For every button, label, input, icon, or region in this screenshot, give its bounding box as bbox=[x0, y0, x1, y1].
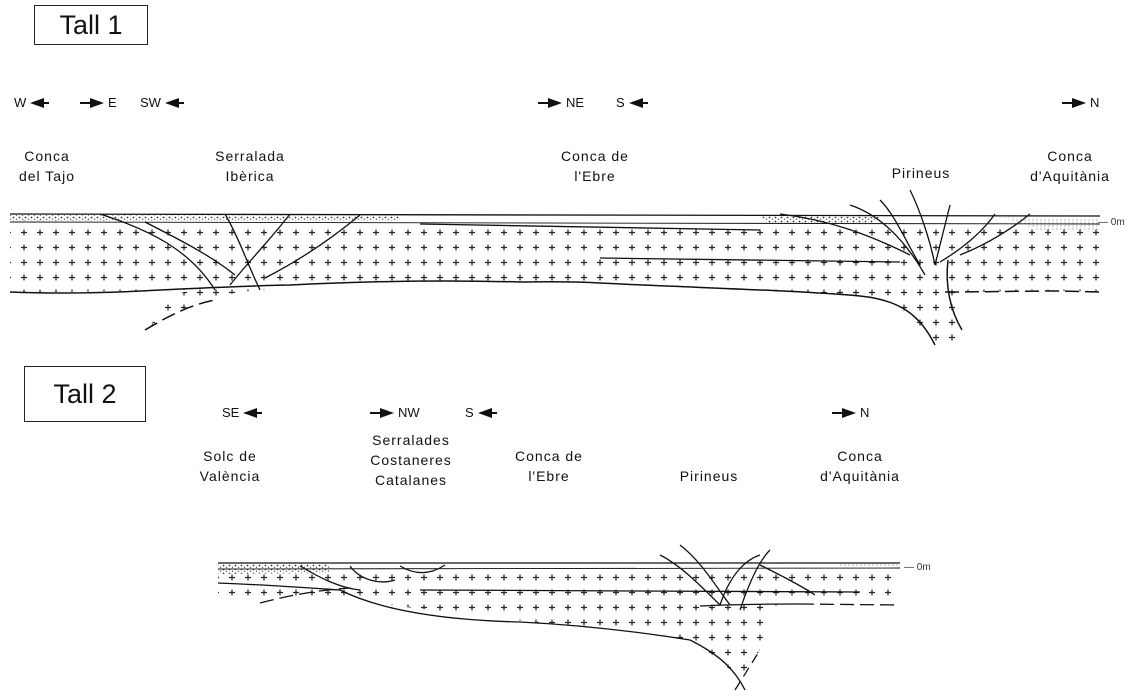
tall2-basement bbox=[218, 545, 900, 690]
tall1-basement bbox=[10, 190, 1100, 350]
